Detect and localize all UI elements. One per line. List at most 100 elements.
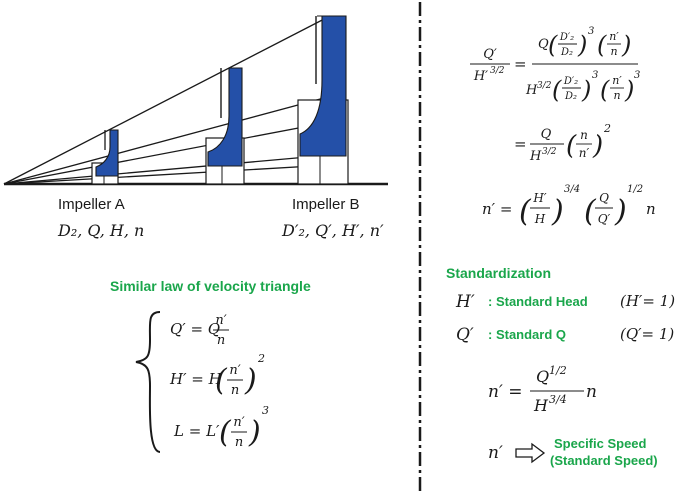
eq3-open-paren: ( (219, 415, 232, 450)
std-eq-den: H (533, 396, 549, 415)
similar-law-title: Similar law of velocity triangle (110, 278, 311, 294)
d3-h-bot: H (534, 212, 546, 226)
left-curly-brace (135, 311, 161, 453)
eq1-den: n (217, 333, 225, 348)
d1-den-d-top: D′₂ (563, 76, 578, 87)
eq3-close-paren: ) (248, 415, 261, 450)
d1-den-close1: ) (581, 76, 591, 104)
d1-den-h-exp: 3/2 (537, 81, 552, 91)
std-final-label1: Specific Speed (554, 436, 647, 451)
std-eq-tail: n (586, 382, 597, 402)
d1-lhs-den-exp: 3/2 (490, 66, 505, 76)
d1-num-close2: ) (621, 31, 631, 59)
ray-middle (3, 121, 331, 185)
d1-den-open1: ( (552, 76, 562, 104)
d3-q-bot: Q′ (598, 212, 611, 226)
eq2-lhs: H′ = H (169, 370, 223, 388)
impeller-mid-shape (205, 67, 245, 185)
d1-num-open2: ( (597, 31, 607, 59)
d2-n-bot: n′ (579, 146, 590, 160)
d2-den-h: H (529, 149, 542, 164)
std-final-sym: n′ (488, 443, 503, 463)
d1-num-d-top: D′₂ (559, 32, 574, 43)
impeller-a-blade (95, 129, 119, 177)
std-final-label2: (Standard Speed) (550, 453, 658, 468)
d3-q-top: Q (599, 191, 609, 205)
d3-q-exp: 1/2 (627, 184, 643, 195)
std-eq-num: Q (536, 367, 549, 386)
d1-den-close2: ) (624, 76, 634, 104)
standardization-block: Standardization H′ : Standard Head (H′= … (446, 265, 675, 468)
d1-lhs-num: Q′ (483, 47, 497, 62)
eq3-exp: 3 (262, 404, 269, 417)
ray-lower (3, 154, 331, 185)
hollow-arrow-icon (515, 442, 546, 464)
ray-top (3, 15, 331, 185)
d2-exp: 2 (603, 122, 611, 135)
eq3-lhs: L = L′ (173, 422, 220, 440)
d1-num-close1: ) (577, 31, 587, 59)
d1-den-exp3b: 3 (634, 70, 640, 81)
d2-n-top: n (580, 128, 588, 142)
similar-law-block: Similar law of velocity triangle Q′ = Q … (110, 278, 311, 453)
d1-num-q: Q (538, 37, 549, 52)
std-eq-den-exp: 3/4 (549, 393, 567, 406)
d1-den-n-top: n′ (612, 74, 622, 87)
eq2-num: n′ (229, 363, 240, 378)
std-row1-sym: H′ (455, 292, 475, 312)
impeller-b-shape (297, 15, 349, 185)
impeller-mid-blade (207, 67, 243, 167)
eq1-num: n′ (215, 313, 226, 328)
d1-equals: = (514, 55, 527, 73)
std-row1-cond: (H′= 1) (620, 292, 675, 310)
d1-den-exp3a: 3 (592, 70, 598, 81)
ray-bottom (3, 164, 331, 185)
eq2-open-paren: ( (215, 363, 228, 398)
std-row2-label: : Standard Q (488, 327, 566, 342)
d3-close2: ) (614, 194, 627, 229)
eq3-num: n′ (233, 415, 244, 430)
std-eq-lhs: n′ = (488, 382, 522, 402)
derivation-block: Q′ H′ 3/2 = Q ( D′₂ D₂ ) 3 ( n′ n ) H 3/… (470, 26, 656, 229)
d2-equals: = (514, 135, 527, 153)
eq2-close-paren: ) (244, 363, 257, 398)
d1-lhs-den: H′ (473, 69, 488, 84)
d1-num-n-bot: n (610, 45, 617, 58)
eq1-lhs: Q′ = Q (170, 320, 220, 338)
d1-num-d-bot: D₂ (560, 47, 573, 58)
eq2-exp: 2 (257, 352, 265, 365)
impeller-b-label: Impeller B (292, 196, 360, 213)
d1-den-open2: ( (600, 76, 610, 104)
d3-tail: n (646, 200, 656, 218)
d3-lhs: n′ = (482, 200, 512, 218)
d2-close: ) (592, 131, 603, 161)
std-eq-num-exp: 1/2 (549, 364, 567, 377)
impeller-b-blade (299, 15, 347, 157)
d1-num-open1: ( (548, 31, 558, 59)
impeller-diagram: Impeller A D₂, Q, H, n Impeller B D′₂, Q… (3, 15, 388, 240)
d2-den-exp: 3/2 (542, 147, 557, 157)
d3-open1: ( (519, 194, 532, 229)
d1-num-n-top: n′ (609, 30, 619, 43)
d3-open2: ( (584, 194, 597, 229)
d1-den-n-bot: n (613, 89, 620, 102)
d3-close1: ) (551, 194, 564, 229)
impeller-b-params: D′₂, Q′, H′, n′ (281, 221, 384, 240)
standardization-title: Standardization (446, 265, 551, 281)
d1-den-d-bot: D₂ (564, 91, 577, 102)
eq3-den: n (235, 435, 243, 450)
d1-den-h: H (525, 83, 538, 98)
d2-num: Q (541, 127, 552, 142)
impeller-a-params: D₂, Q, H, n (57, 221, 144, 240)
d3-h-exp: 3/4 (564, 184, 580, 195)
std-row2-cond: (Q′= 1) (620, 325, 674, 343)
eq2-den: n (231, 383, 239, 398)
impeller-a-label: Impeller A (58, 196, 125, 213)
d1-num-exp3: 3 (588, 26, 594, 37)
ray-upper (3, 97, 325, 185)
d2-open: ( (566, 131, 577, 161)
std-row2-sym: Q′ (456, 325, 474, 345)
std-row1-label: : Standard Head (488, 294, 588, 309)
